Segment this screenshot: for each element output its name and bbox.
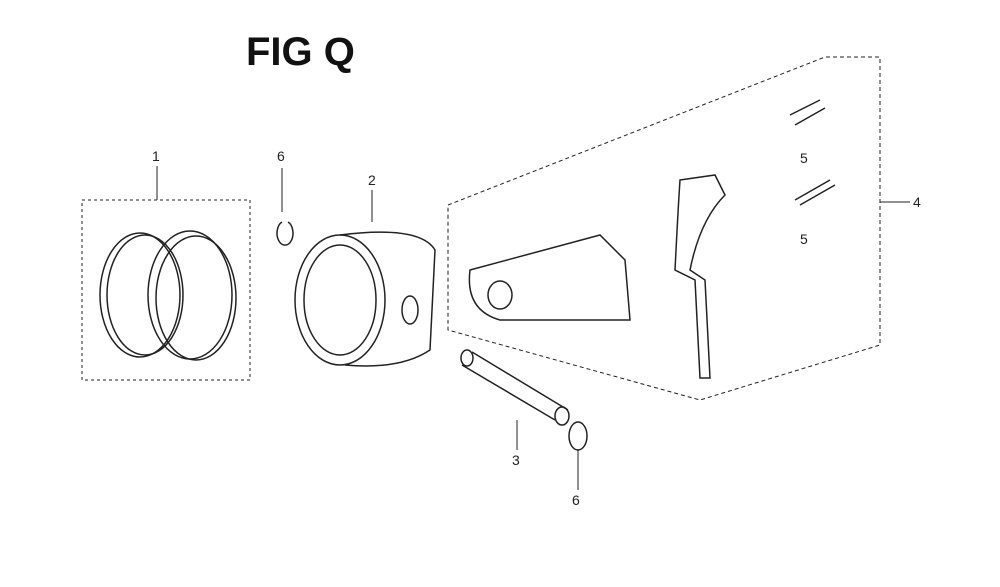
piston (294, 190, 436, 367)
connecting-rod-assembly (447, 56, 910, 401)
callout-5a: 5 (800, 150, 808, 166)
callout-5b: 5 (800, 231, 808, 247)
piston-rings (81, 166, 251, 381)
figure-title: FIG Q (246, 30, 355, 74)
clip-upper (276, 168, 294, 246)
callout-6a: 6 (277, 148, 285, 164)
callout-3: 3 (512, 452, 520, 468)
callout-2: 2 (368, 172, 376, 188)
callout-6b: 6 (572, 492, 580, 508)
callout-1: 1 (152, 148, 160, 164)
callout-4: 4 (913, 194, 921, 210)
clip-lower (568, 421, 588, 490)
piston-pin (460, 349, 570, 450)
